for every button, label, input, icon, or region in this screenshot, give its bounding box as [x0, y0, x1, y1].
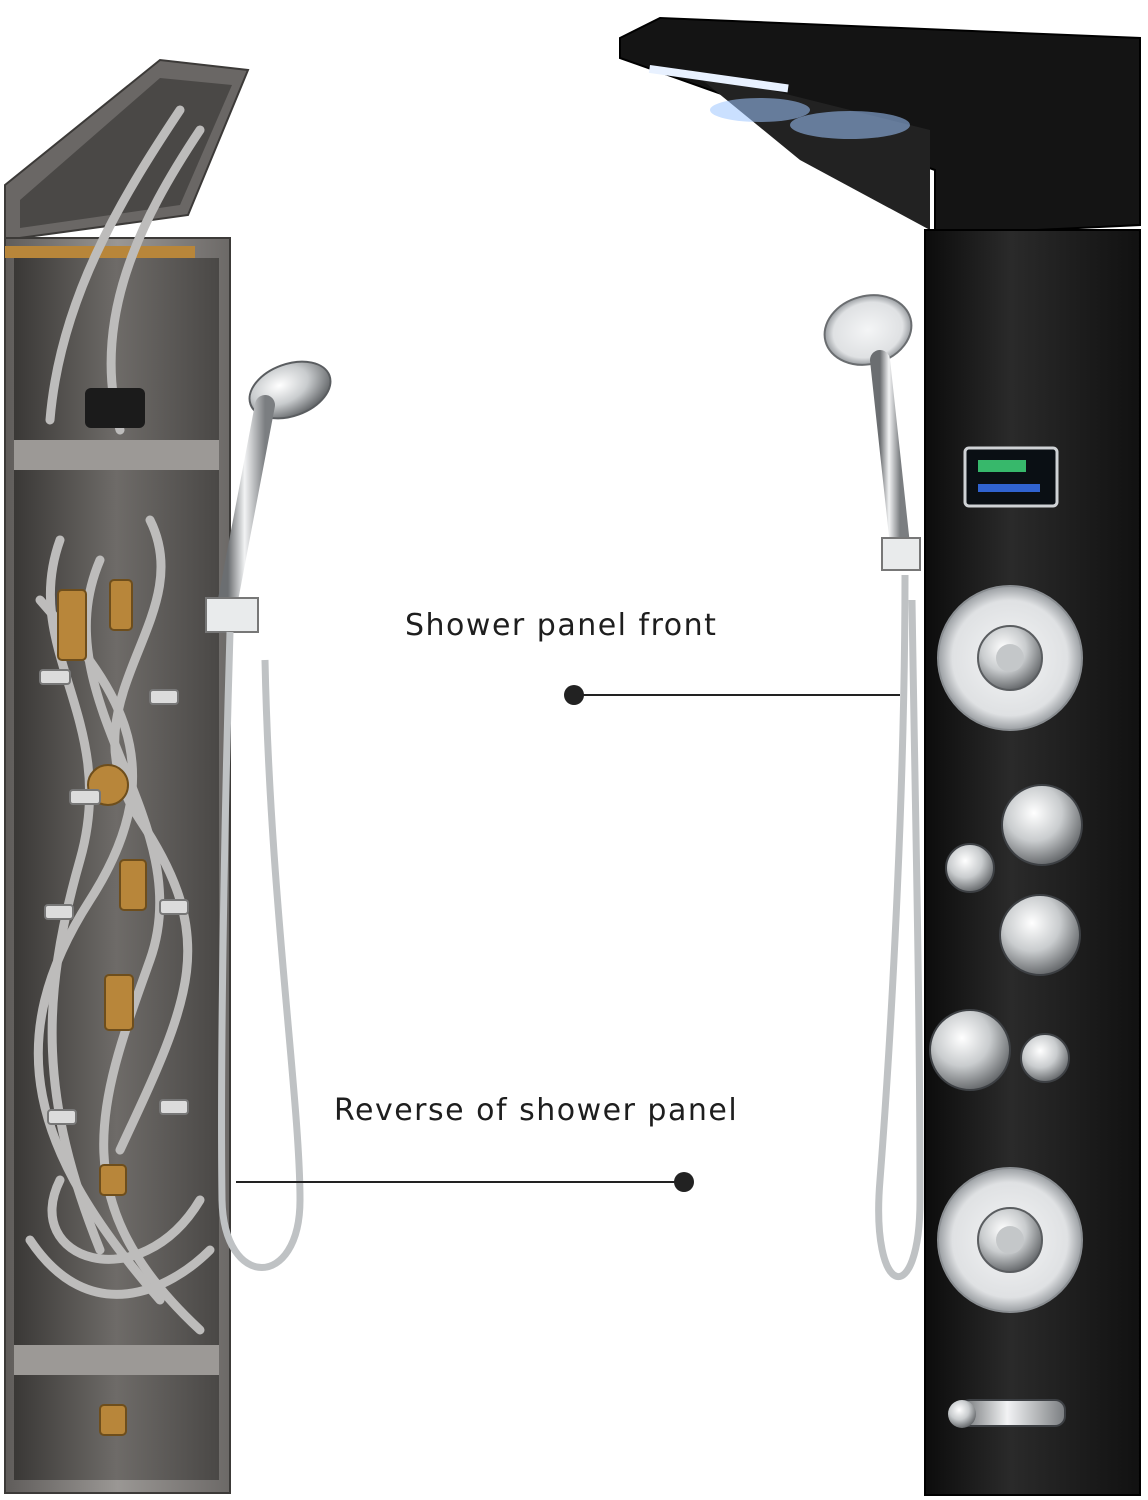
reverse-brass-valves	[57, 579, 147, 1436]
control-knob-bottom	[929, 1009, 1011, 1091]
tub-spout	[948, 1399, 1066, 1428]
control-knob-middle	[999, 894, 1081, 976]
reverse-bottom-bar	[14, 1345, 219, 1375]
led-display	[963, 446, 1059, 508]
small-jet-2	[1020, 1033, 1070, 1083]
control-knob-top	[1001, 784, 1083, 866]
front-leader-line	[564, 685, 900, 705]
reverse-hoses	[25, 105, 215, 1335]
front-panel-label: Shower panel front	[405, 608, 718, 643]
reverse-shower-panel	[4, 58, 250, 1494]
front-handheld-shower	[823, 294, 924, 1280]
small-jet-1	[945, 843, 995, 893]
body-jet-top	[937, 585, 1083, 731]
reverse-panel-label: Reverse of shower panel	[334, 1093, 739, 1128]
front-shower-panel	[619, 16, 1141, 1496]
reverse-leader-line	[236, 1172, 694, 1192]
body-jet-bottom	[937, 1167, 1083, 1313]
reverse-handheld-shower	[205, 360, 332, 1271]
